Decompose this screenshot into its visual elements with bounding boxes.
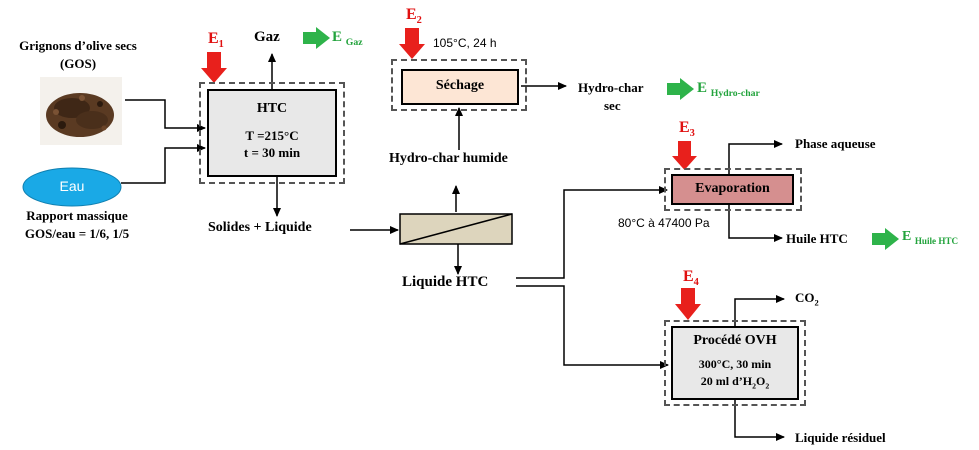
e1-label: E1 xyxy=(208,30,224,50)
solids-liquid-label: Solides + Liquide xyxy=(208,220,312,236)
sechage-conditions: 105°C, 24 h xyxy=(433,36,497,50)
e3-energy-arrow xyxy=(672,141,697,170)
htc-duration: t = 30 min xyxy=(207,145,337,161)
eau-label: Eau xyxy=(23,178,121,194)
liquid-htc-to-ovh-arrow xyxy=(516,286,668,365)
e2-energy-arrow xyxy=(399,28,425,59)
e2-label: E2 xyxy=(406,6,422,26)
gos-title-line1: Grignons d’olive secs xyxy=(2,38,154,54)
liquid-htc-to-evaporation-arrow xyxy=(516,190,667,278)
ratio-line2: GOS/eau = 1/6, 1/5 xyxy=(2,226,152,242)
liquid-htc-label: Liquide HTC xyxy=(402,274,488,291)
ovh-peroxide: 20 ml d’H2O2 xyxy=(671,374,799,390)
sechage-title: Séchage xyxy=(401,78,519,94)
eau-to-htc-arrow xyxy=(121,148,205,183)
htc-temperature: T =215°C xyxy=(207,128,337,144)
e4-energy-arrow xyxy=(675,288,701,320)
wet-hydrochar-label: Hydro-char humide xyxy=(389,151,508,167)
olive-pomace-photo xyxy=(40,77,122,145)
ovh-conditions: 300°C, 30 min xyxy=(671,357,799,372)
oil-label: Huile HTC xyxy=(786,231,848,247)
evaporation-conditions: 80°C à 47400 Pa xyxy=(618,216,710,230)
htc-title: HTC xyxy=(207,101,337,117)
hydrochar-energy-label: E Hydro-char xyxy=(697,80,760,99)
oil-energy-label: E Huile HTC xyxy=(902,229,958,246)
dry-hydrochar-line1: Hydro-char xyxy=(578,80,643,96)
e1-energy-arrow xyxy=(201,52,227,83)
gos-to-htc-arrow xyxy=(125,100,205,128)
gos-title-line2: (GOS) xyxy=(2,56,154,72)
gaz-energy-label: E Gaz xyxy=(332,29,363,48)
hydrochar-energy-arrow xyxy=(667,78,694,100)
oil-energy-arrow xyxy=(872,228,899,250)
e4-label: E4 xyxy=(683,268,699,288)
gaz-energy-arrow xyxy=(303,27,330,49)
gaz-label: Gaz xyxy=(254,29,280,46)
e3-label: E3 xyxy=(679,119,695,139)
residual-liquid-label: Liquide résiduel xyxy=(795,430,886,446)
co2-label: CO2 xyxy=(795,290,819,308)
dry-hydrochar-line2: sec xyxy=(604,98,621,114)
aqueous-phase-label: Phase aqueuse xyxy=(795,136,876,152)
ovh-title: Procédé OVH xyxy=(671,333,799,349)
ratio-line1: Rapport massique xyxy=(2,208,152,224)
evaporation-title: Evaporation xyxy=(671,181,794,197)
